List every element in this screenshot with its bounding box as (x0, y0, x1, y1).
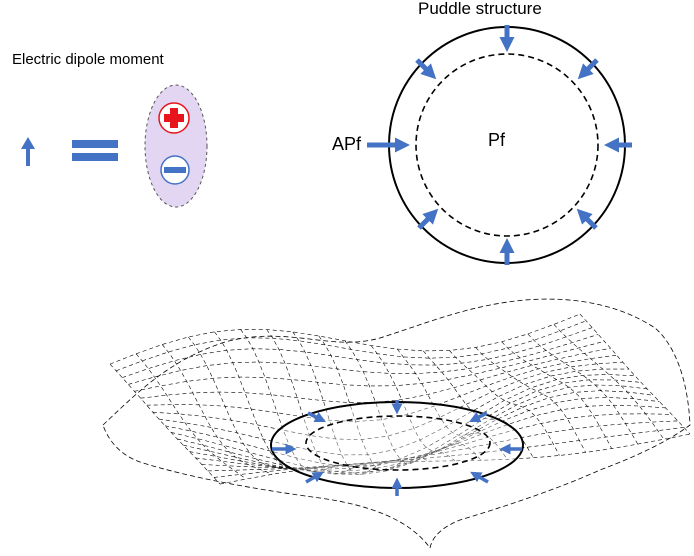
mesh-outline (102, 298, 691, 549)
plus-charge-icon (158, 102, 190, 134)
mesh-line (164, 374, 636, 467)
inward-arrows (367, 25, 632, 265)
arrow-bottom-right (576, 208, 598, 230)
mesh-line (553, 324, 665, 440)
mesh-line (140, 347, 611, 403)
mesh-line (135, 353, 247, 480)
mesh-line (128, 334, 599, 385)
minus-charge-icon (160, 155, 190, 185)
mesh-line (266, 329, 377, 475)
mesh-line (109, 313, 581, 365)
arrow-bottom-left (417, 208, 439, 230)
puddle-title: Puddle structure (418, 0, 542, 18)
dipole-legend: Electric dipole moment (12, 51, 208, 208)
mesh-line (207, 420, 678, 472)
mesh-line (219, 433, 691, 485)
arrow-top-left (415, 58, 437, 80)
apf-label: APf (332, 134, 362, 154)
mesh-line (171, 379, 642, 474)
mesh-line (122, 327, 593, 378)
surface-arrow-top-left (307, 411, 327, 423)
mesh-line (370, 345, 482, 461)
pf-label: Pf (488, 130, 506, 150)
surface-arrow-bottom-right (470, 471, 489, 484)
arrow-top-right (577, 58, 599, 80)
up-arrow-icon (21, 137, 35, 166)
mesh-line (292, 331, 403, 475)
puddle-structure: Puddle structure APf Pf (332, 0, 632, 265)
surface-arrow-top-right (468, 411, 488, 423)
mesh-line (396, 348, 508, 460)
mesh-line (344, 340, 456, 464)
mesh-line (109, 363, 221, 485)
mesh-line (115, 320, 587, 372)
mesh-surface (102, 298, 691, 549)
outer-circle (388, 26, 626, 264)
equals-icon (72, 140, 118, 161)
mesh-line (501, 341, 612, 449)
mesh-line (201, 413, 672, 469)
inner-dashed-circle (415, 53, 599, 237)
surface-arrows (272, 400, 522, 496)
mesh-line (183, 390, 654, 474)
dipole-title: Electric dipole moment (12, 51, 165, 68)
surface-arrow-bottom-left (305, 471, 324, 484)
mesh-line (527, 333, 639, 445)
surface-inner-ellipse (305, 415, 491, 471)
mesh-line (161, 344, 273, 475)
mesh-line (134, 341, 605, 392)
mesh-line (177, 384, 648, 475)
mesh-line (579, 313, 691, 435)
mesh-line (475, 347, 586, 453)
